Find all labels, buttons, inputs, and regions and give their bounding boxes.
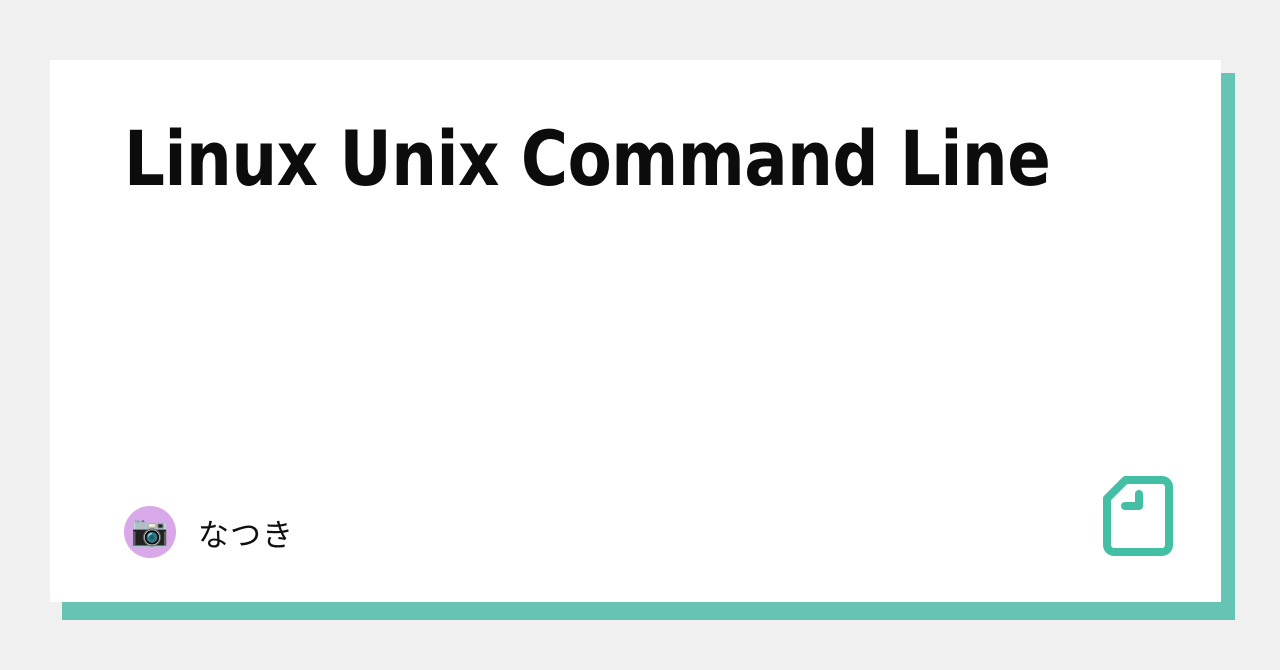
qiita-logo-icon <box>1103 476 1173 556</box>
camera-icon: 📷 <box>131 514 169 549</box>
author-name: なつき <box>198 517 294 554</box>
avatar: 📷 <box>124 506 176 558</box>
article-title: Linux Unix Command Line <box>124 114 1051 203</box>
card-shadow-right <box>1221 73 1235 620</box>
author-row: 📷 なつき <box>124 506 294 558</box>
article-ogp-card: Linux Unix Command Line 📷 なつき <box>50 60 1221 602</box>
card-shadow-bottom <box>62 602 1235 620</box>
